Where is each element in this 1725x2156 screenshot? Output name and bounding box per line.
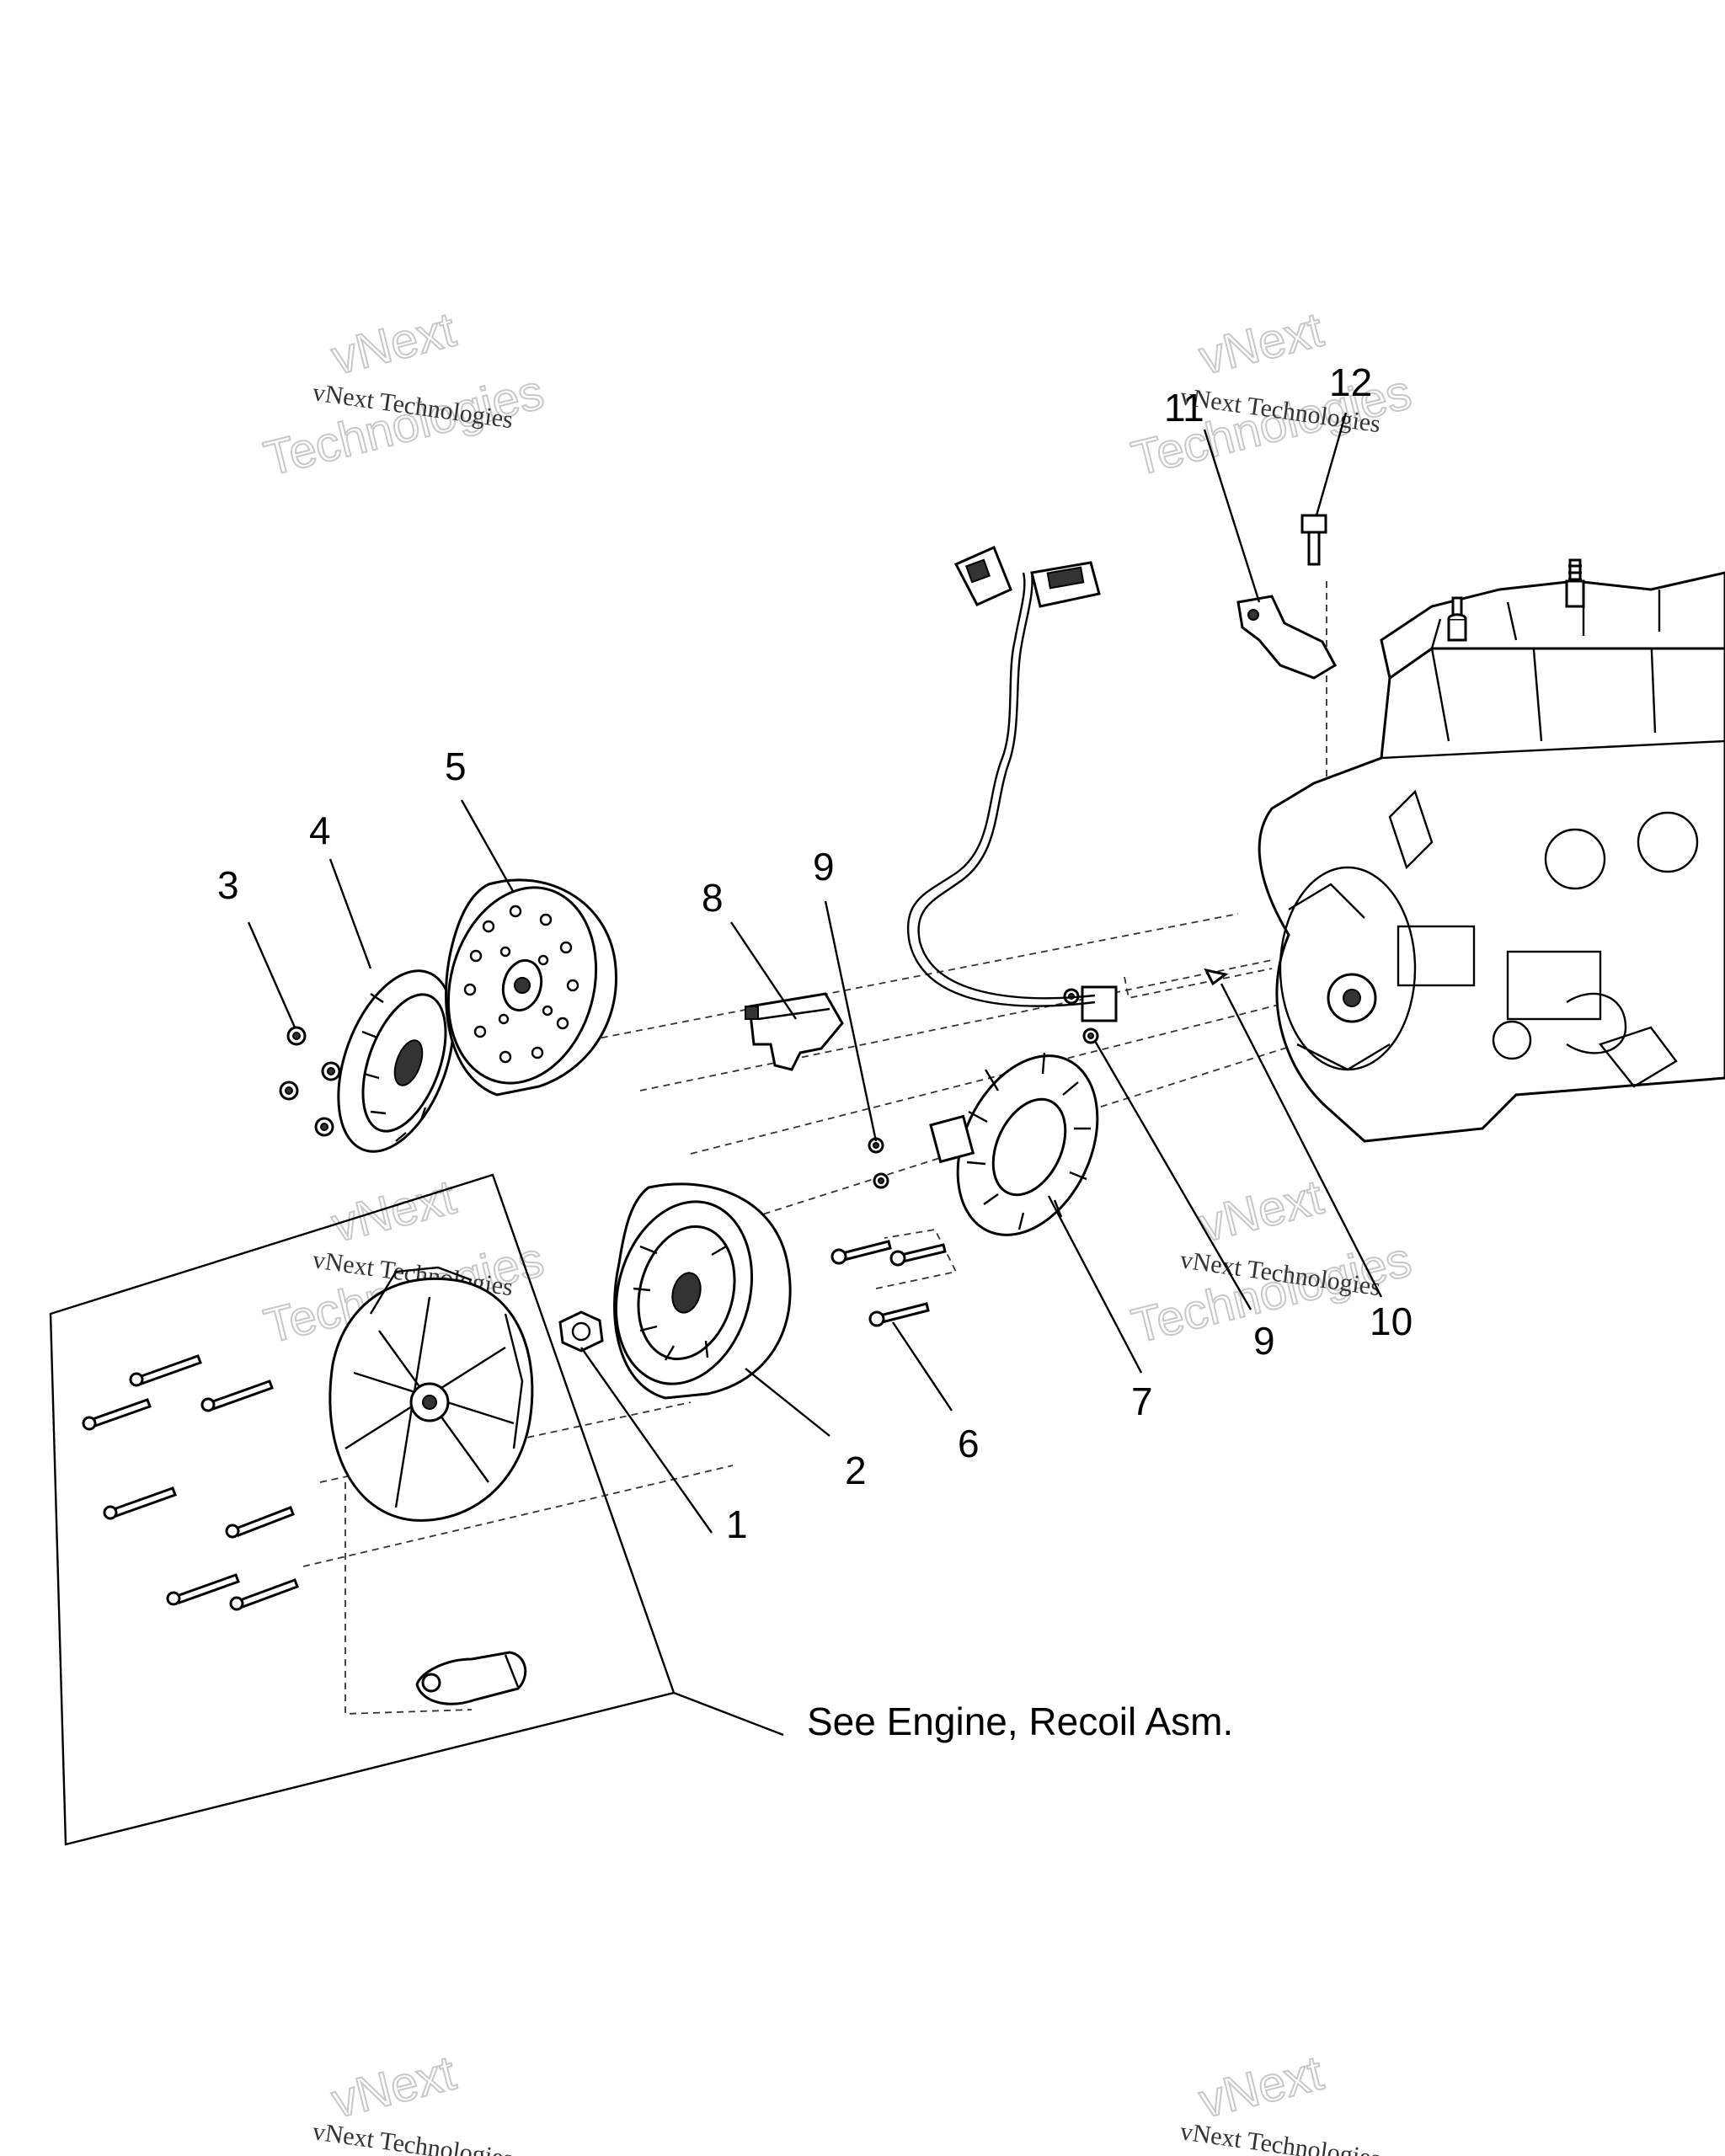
callout-7: 7 xyxy=(1131,1380,1153,1423)
watermark-big-vnext: vNext xyxy=(1194,302,1328,386)
watermark-big-vnext: vNext xyxy=(326,2046,461,2129)
leader-lines xyxy=(247,412,1383,1534)
leader-4 xyxy=(328,858,372,969)
recoil-handle xyxy=(415,1651,527,1705)
dashed-line-i xyxy=(344,1482,473,1715)
stator-wire-harness xyxy=(907,545,1101,1007)
dashed-line-h xyxy=(302,1465,734,1567)
dashed-line-f xyxy=(875,1229,958,1289)
callout-4: 4 xyxy=(309,808,331,852)
leader-9a xyxy=(824,900,878,1142)
leader-2 xyxy=(745,1368,830,1437)
callout-6: 6 xyxy=(958,1422,980,1465)
callout-9b: 9 xyxy=(1253,1319,1275,1363)
watermark-bottom-right: vNext vNext Technologies xyxy=(1178,2045,1382,2156)
harness-connector-2 xyxy=(1030,561,1101,608)
engine-cylinder-head xyxy=(1380,571,1725,680)
part-9-screws xyxy=(868,988,1099,1189)
watermark-top-left: vNext Technologies vNext Technologies xyxy=(258,302,549,488)
leader-7 xyxy=(1047,1195,1143,1374)
part-2-rotor xyxy=(613,1182,792,1400)
recoil-leader-line xyxy=(673,1691,784,1737)
callout-11: 11 xyxy=(1164,386,1204,430)
callout-8: 8 xyxy=(702,876,724,920)
callout-1: 1 xyxy=(726,1502,748,1546)
part-4-drive-hub xyxy=(337,969,455,1153)
callout-5: 5 xyxy=(445,744,467,788)
leader-12 xyxy=(1315,412,1348,516)
watermark-small: vNext Technologies xyxy=(1178,2117,1382,2156)
part-11-bracket xyxy=(1236,595,1337,680)
dashed-line-e xyxy=(1124,968,1273,1000)
part-12-bolt xyxy=(1300,514,1327,566)
leader-10 xyxy=(1220,983,1383,1298)
watermark-bottom-left: vNext vNext Technologies xyxy=(311,2045,515,2156)
callout-10: 10 xyxy=(1370,1299,1413,1343)
callout-9a: 9 xyxy=(813,845,835,889)
watermark-small: vNext Technologies xyxy=(311,2117,515,2156)
dashed-line-b xyxy=(639,959,1273,1091)
dashed-line-a xyxy=(589,913,1239,1041)
recoil-bolts xyxy=(82,1354,299,1611)
part-7-stator xyxy=(929,985,1118,1236)
leader-3 xyxy=(247,921,296,1028)
part-10-key xyxy=(1204,968,1229,986)
callout-3: 3 xyxy=(217,863,239,907)
leader-9b xyxy=(1093,1040,1252,1310)
harness-connector-1 xyxy=(953,545,1012,606)
spark-plugs xyxy=(1447,558,1585,642)
callout-12: 12 xyxy=(1329,360,1372,404)
part-8-sensor xyxy=(745,992,844,1071)
part-3-bolts xyxy=(279,1026,341,1137)
leader-8 xyxy=(730,921,797,1020)
callout-2: 2 xyxy=(845,1449,867,1492)
leader-11 xyxy=(1203,429,1261,603)
recoil-reference-note: See Engine, Recoil Asm. xyxy=(807,1700,1233,1743)
leader-6 xyxy=(892,1321,953,1412)
leader-1 xyxy=(580,1347,713,1534)
watermark-big-vnext: vNext xyxy=(1194,1170,1328,1253)
engine-block xyxy=(1258,626,1725,1143)
part-1-nut xyxy=(558,1310,604,1353)
part-5-flywheel xyxy=(445,878,617,1097)
watermark-big-vnext: vNext xyxy=(1194,2046,1328,2129)
flywheel-holes xyxy=(463,905,579,1064)
watermark-big-vnext: vNext xyxy=(326,1170,461,1253)
callout-labels: 1 2 3 4 5 6 7 8 9 9 10 11 12 xyxy=(217,360,1413,1546)
dashed-line-d xyxy=(740,1043,1298,1222)
watermark-big-vnext: vNext xyxy=(326,302,461,386)
recoil-housing xyxy=(328,1266,534,1522)
leader-5 xyxy=(460,799,515,894)
part-6-bolts xyxy=(830,1240,947,1327)
